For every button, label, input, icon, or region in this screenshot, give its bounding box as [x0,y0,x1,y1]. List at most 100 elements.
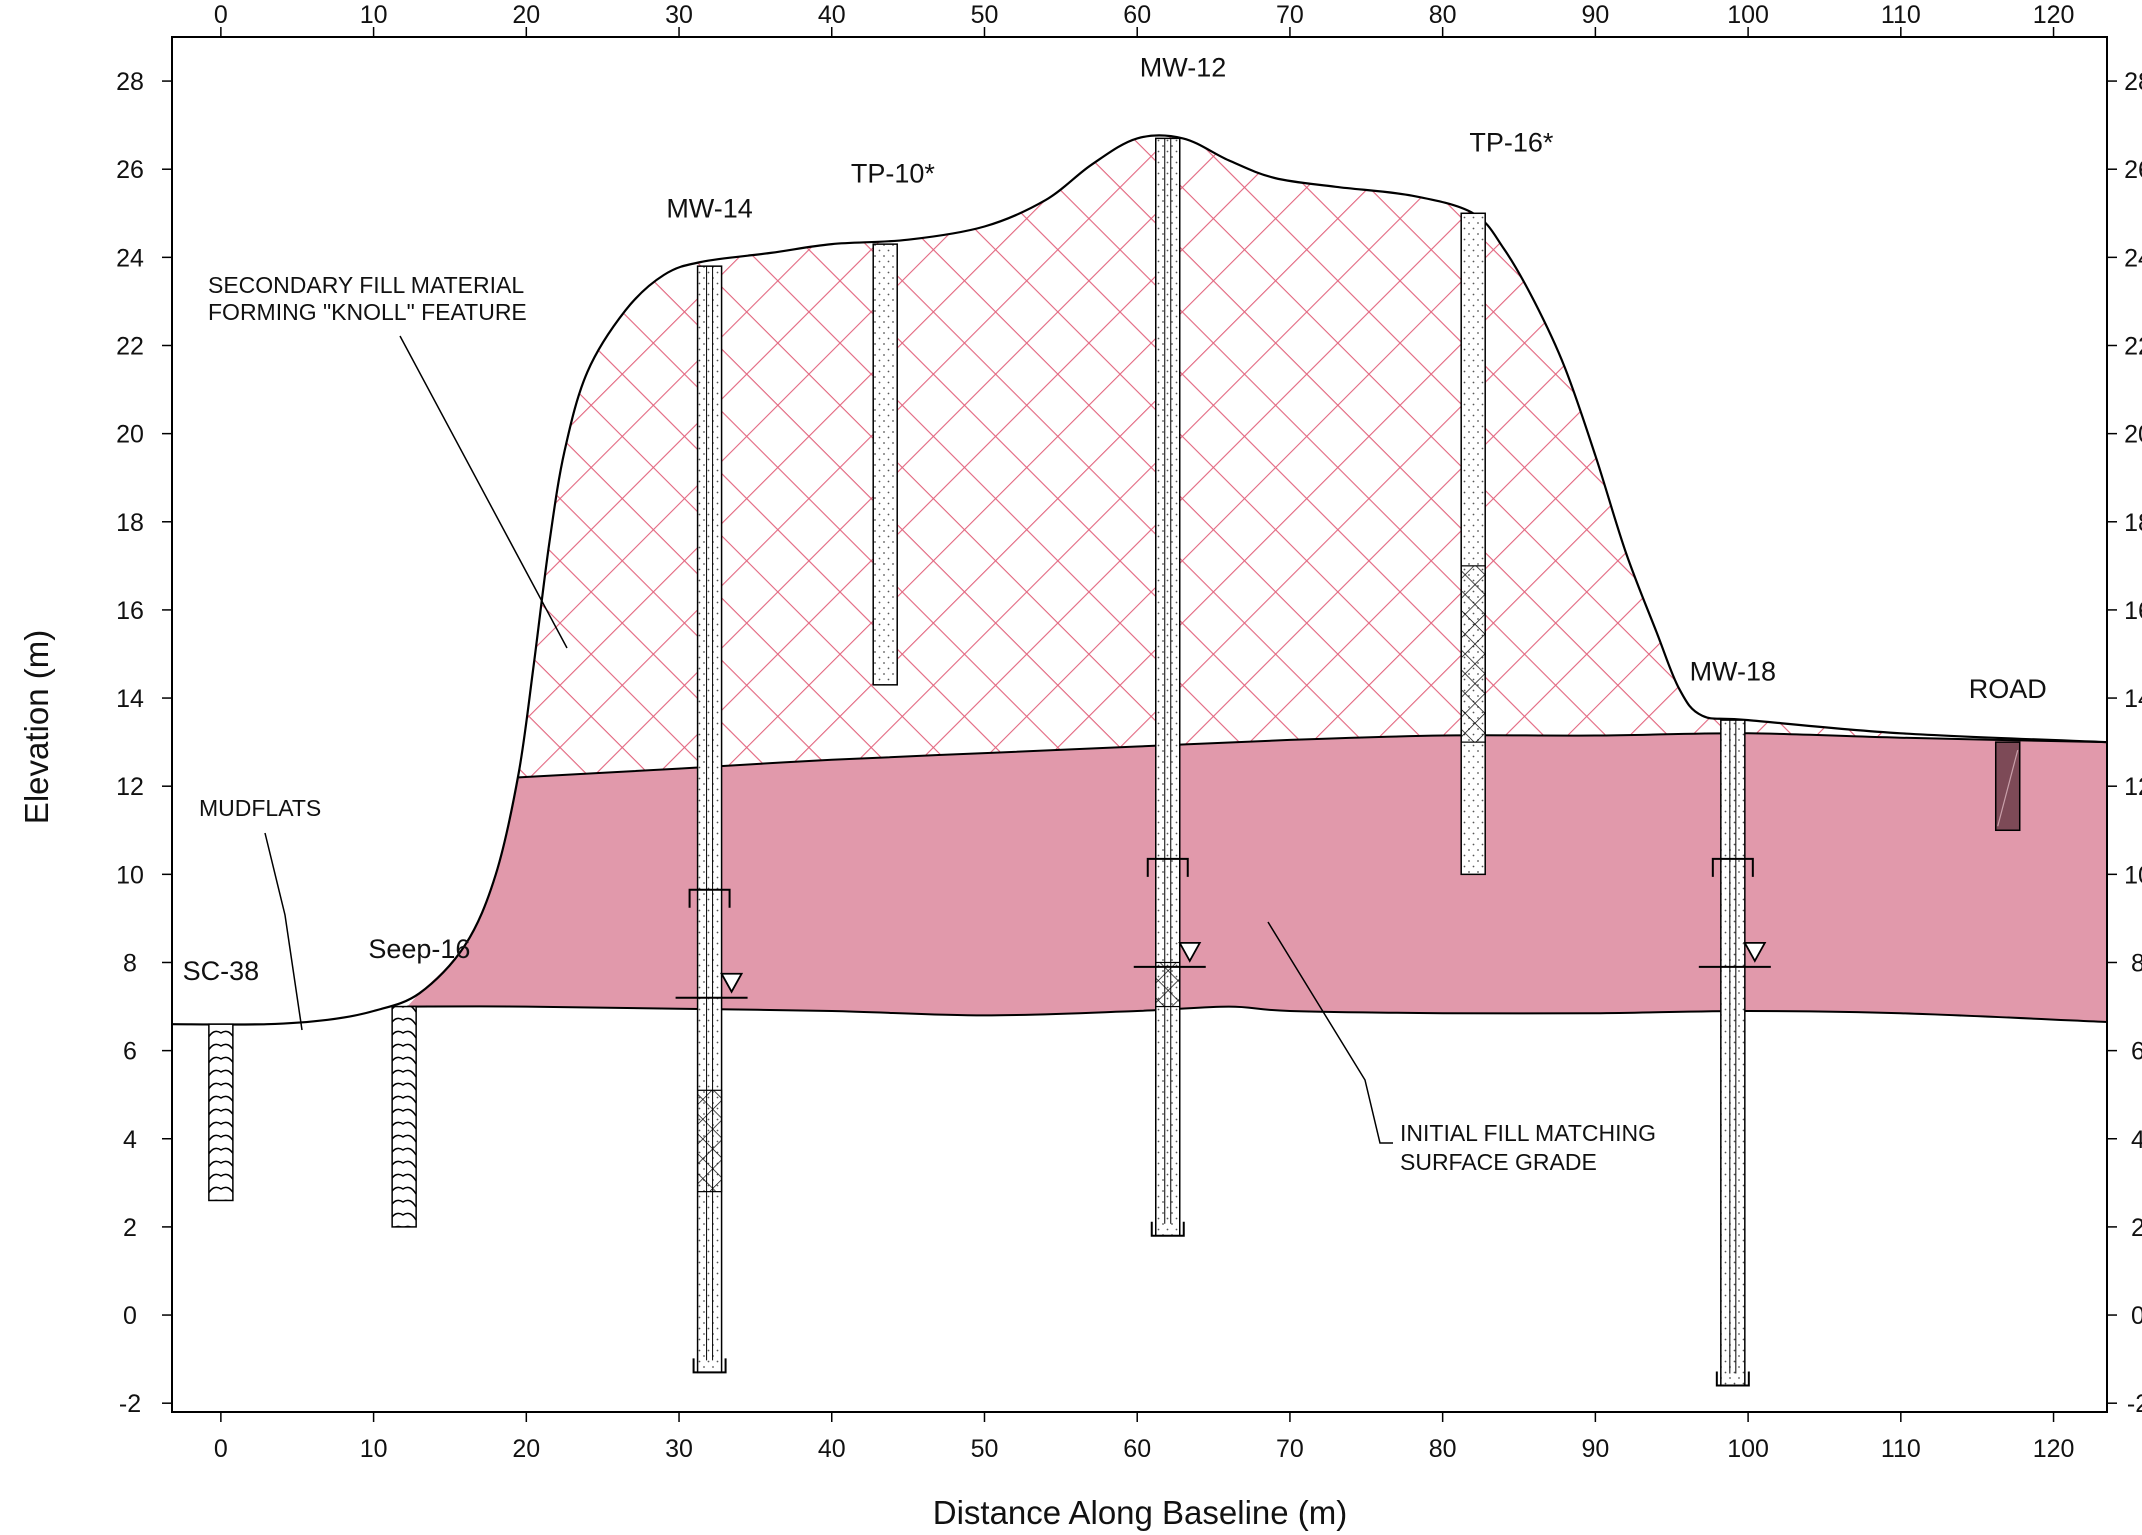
location-label-tp-16-: TP-16* [1469,128,1554,158]
y-tick-label-right: 22 [2124,332,2142,360]
x-tick-label-bottom: 30 [665,1435,693,1463]
x-tick-label-top: 30 [665,1,693,29]
borehole-column [391,1005,417,1228]
y-tick-label-right: 26 [2124,156,2142,184]
y-tick-label-left: 16 [116,597,144,625]
x-tick-label-top: 100 [1727,1,1769,29]
well-base-bracket [1150,1221,1185,1237]
y-tick-label-left: 24 [116,244,144,272]
location-label-road: ROAD [1969,674,2047,704]
x-tick-label-top: 80 [1429,1,1457,29]
location-label-sc-38: SC-38 [183,956,260,986]
y-tick-label-left: 6 [123,1038,137,1066]
y-tick-label-right: 24 [2124,244,2142,272]
location-label-mw-14: MW-14 [666,194,753,224]
annotation-secondary-fill-line2: FORMING "KNOLL" FEATURE [208,299,527,325]
borehole-column [1460,212,1486,876]
y-tick-label-left: 20 [116,421,144,449]
borehole-column [696,265,723,1374]
borehole-road [1994,741,2021,832]
borehole-mw-12 [1133,137,1206,1237]
borehole-tp-10- [872,243,898,686]
y-tick-label-right: 4 [2131,1126,2142,1154]
borehole-column [1720,719,1746,1387]
x-tick-label-top: 0 [214,1,228,29]
x-tick-label-bottom: 100 [1727,1435,1769,1463]
y-tick-label-left: 4 [123,1126,137,1154]
y-tick-label-left: -2 [119,1390,141,1418]
x-tick-label-bottom: 60 [1123,1435,1151,1463]
y-tick-label-left: 14 [116,685,144,713]
x-tick-label-top: 70 [1276,1,1304,29]
x-tick-label-bottom: 10 [360,1435,388,1463]
annotation-initial-fill-line1: INITIAL FILL MATCHING [1400,1120,1656,1146]
x-tick-label-bottom: 80 [1429,1435,1457,1463]
secondary-fill-region [518,135,1901,778]
annotation-secondary-fill-leader [399,335,568,649]
borehole-sc-38 [208,1023,234,1202]
y-axis-title: Elevation (m) [18,630,55,824]
y-tick-label-right: -2 [2127,1390,2142,1418]
y-tick-label-left: 22 [116,332,144,360]
initial-fill-base-line [407,1005,2107,1023]
borehole-crosshatch-interval [1460,565,1486,743]
y-tick-label-right: 12 [2124,773,2142,801]
annotation-secondary-fill-line1: SECONDARY FILL MATERIAL [208,272,524,298]
borehole-mw-18 [1698,719,1771,1387]
y-tick-label-left: 2 [123,1214,137,1242]
x-tick-label-bottom: 110 [1881,1435,1921,1463]
well-base-bracket [1715,1371,1750,1387]
y-tick-label-right: 0 [2131,1302,2142,1330]
x-tick-label-bottom: 90 [1581,1435,1609,1463]
initial-fill-top-line [518,732,2107,779]
x-tick-label-top: 120 [2033,1,2075,29]
borehole-seep-16 [391,1005,417,1228]
plot-frame [171,36,2108,1413]
screen-top-bracket [1146,857,1189,877]
annotation-initial-fill-leader [1267,921,1393,1144]
x-tick-label-top: 20 [512,1,540,29]
y-tick-label-right: 16 [2124,597,2142,625]
location-label-mw-18: MW-18 [1690,656,1777,686]
borehole-mw-14 [675,265,748,1374]
water-level-triangle-icon [1178,941,1202,963]
y-tick-label-right: 10 [2124,861,2142,889]
x-tick-label-top: 90 [1581,1,1609,29]
y-tick-label-left: 12 [116,773,144,801]
y-tick-label-right: 2 [2131,1214,2142,1242]
x-tick-label-bottom: 40 [818,1435,846,1463]
borehole-column [208,1023,234,1202]
annotation-mudflats: MUDFLATS [199,795,321,821]
x-tick-label-top: 10 [360,1,388,29]
x-tick-label-bottom: 20 [512,1435,540,1463]
x-tick-label-bottom: 50 [971,1435,999,1463]
borehole-tp-16- [1460,212,1486,876]
y-tick-label-left: 10 [116,861,144,889]
y-tick-label-right: 18 [2124,509,2142,537]
location-label-seep-16: Seep-16 [368,934,470,964]
y-tick-label-left: 28 [116,68,144,96]
y-tick-label-left: 26 [116,156,144,184]
borehole-column [1155,137,1181,1237]
y-tick-label-left: 0 [123,1302,137,1330]
y-tick-label-right: 28 [2124,68,2142,96]
x-tick-label-bottom: 70 [1276,1435,1304,1463]
y-tick-label-right: 8 [2131,949,2142,977]
borehole-crosshatch-interval [1155,961,1181,1008]
y-tick-label-right: 20 [2124,421,2142,449]
location-label-mw-12: MW-12 [1140,53,1227,83]
water-level-triangle-icon [720,972,744,994]
annotation-mudflats-leader [264,832,303,1031]
well-base-bracket [692,1358,727,1374]
borehole-crosshatch-interval [696,1089,723,1193]
x-tick-label-top: 110 [1881,1,1921,29]
x-tick-label-bottom: 120 [2033,1435,2075,1463]
x-axis-title: Distance Along Baseline (m) [933,1494,1348,1531]
y-tick-label-right: 6 [2131,1038,2142,1066]
borehole-column [872,243,898,686]
initial-fill-region [407,733,2107,1022]
location-label-tp-10-: TP-10* [851,158,936,188]
y-tick-label-right: 14 [2124,685,2142,713]
x-tick-label-top: 40 [818,1,846,29]
